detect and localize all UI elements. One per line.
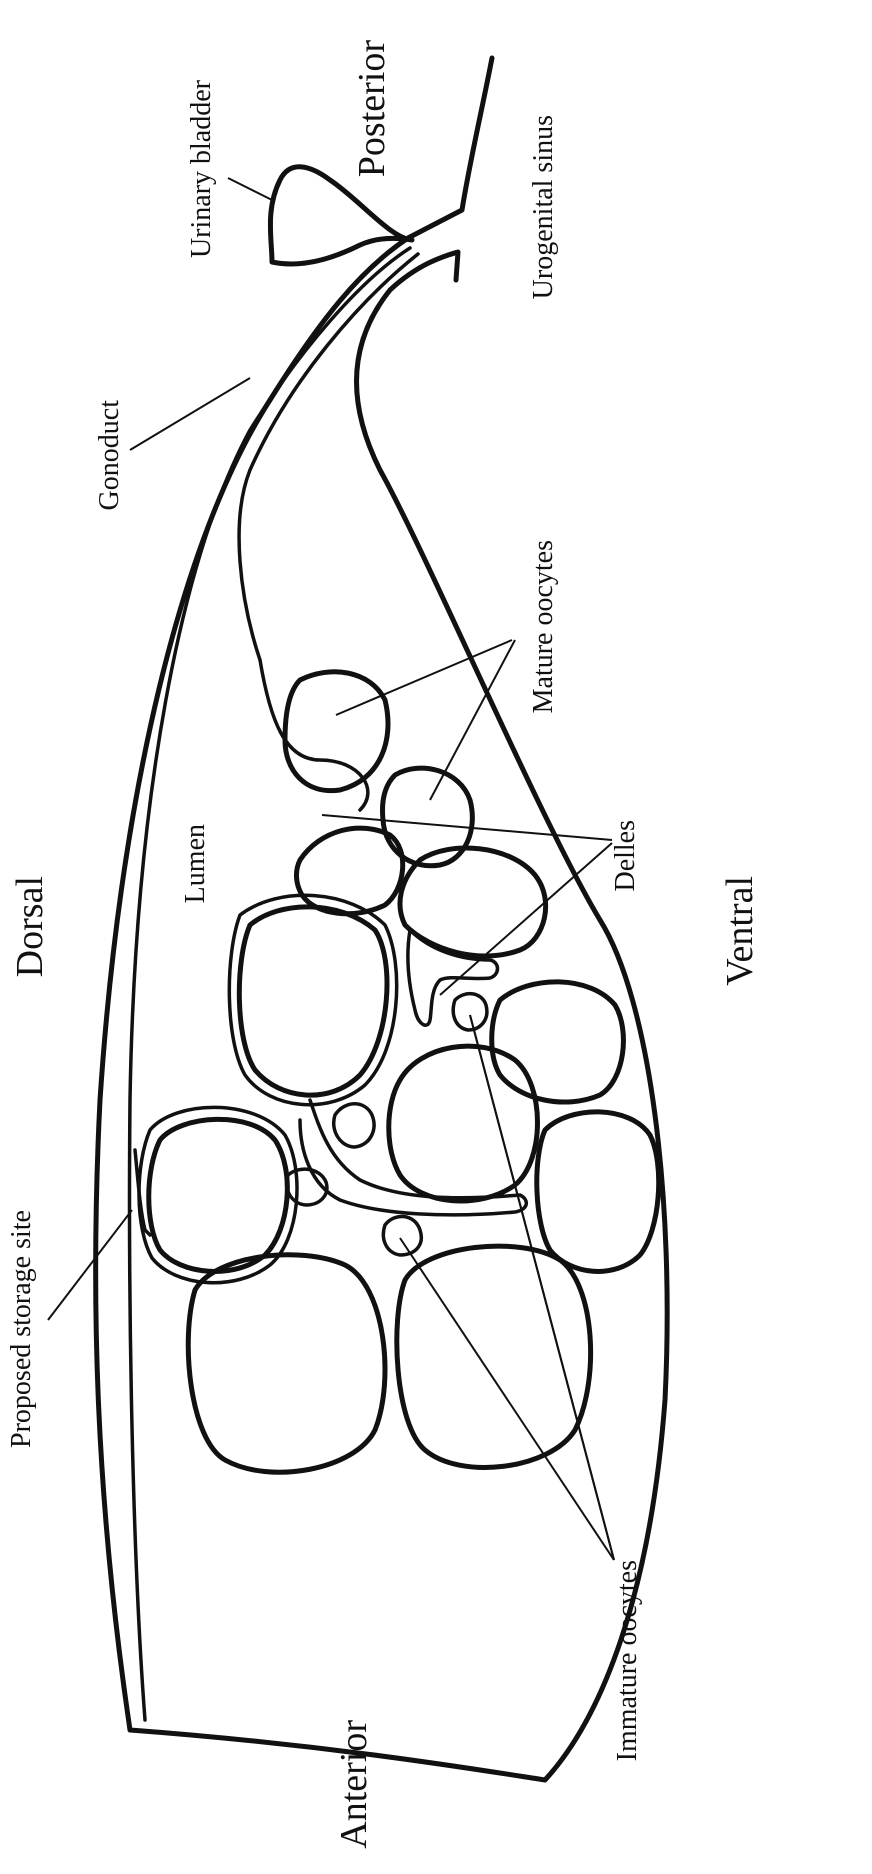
- oocyte-7: [389, 1046, 538, 1201]
- label-urinary-bladder: Urinary bladder: [186, 79, 217, 258]
- oocyte-10: [188, 1255, 385, 1472]
- leader-gonoduct: [130, 378, 250, 450]
- immature-oocyte-2: [334, 1104, 374, 1147]
- label-urogenital-sinus: Urogenital sinus: [528, 115, 559, 299]
- leader-storage-site: [48, 1210, 132, 1320]
- label-posterior: Posterior: [351, 40, 393, 178]
- mature-oocyte-1: [285, 672, 388, 791]
- ovary-outer-outline: [96, 58, 668, 1780]
- oocyte-11: [397, 1246, 591, 1467]
- oocyte-8: [537, 1112, 659, 1272]
- label-proposed-storage-site: Proposed storage site: [6, 1210, 37, 1448]
- mature-oocyte-2: [383, 768, 473, 866]
- oocyte-6: [492, 982, 624, 1102]
- label-lumen: Lumen: [180, 824, 211, 903]
- leader-immature-c: [400, 1238, 614, 1560]
- gonoduct-inner-dorsal-wall: [130, 248, 410, 1720]
- label-mature-oocytes: Mature oocytes: [528, 540, 559, 713]
- label-dorsal: Dorsal: [9, 876, 51, 977]
- label-anterior: Anterior: [333, 1720, 375, 1849]
- immature-oocyte-1: [453, 994, 487, 1030]
- immature-oocyte-4: [383, 1216, 421, 1255]
- label-immature-oocytes: Immature oocytes: [612, 1560, 643, 1761]
- label-gonoduct: Gonoduct: [94, 400, 125, 511]
- oocyte-9: [149, 1119, 288, 1271]
- leader-urinary-bladder: [228, 178, 272, 200]
- oocyte-5: [239, 907, 387, 1095]
- label-ventral: Ventral: [719, 876, 761, 986]
- label-delles: Delles: [610, 820, 641, 892]
